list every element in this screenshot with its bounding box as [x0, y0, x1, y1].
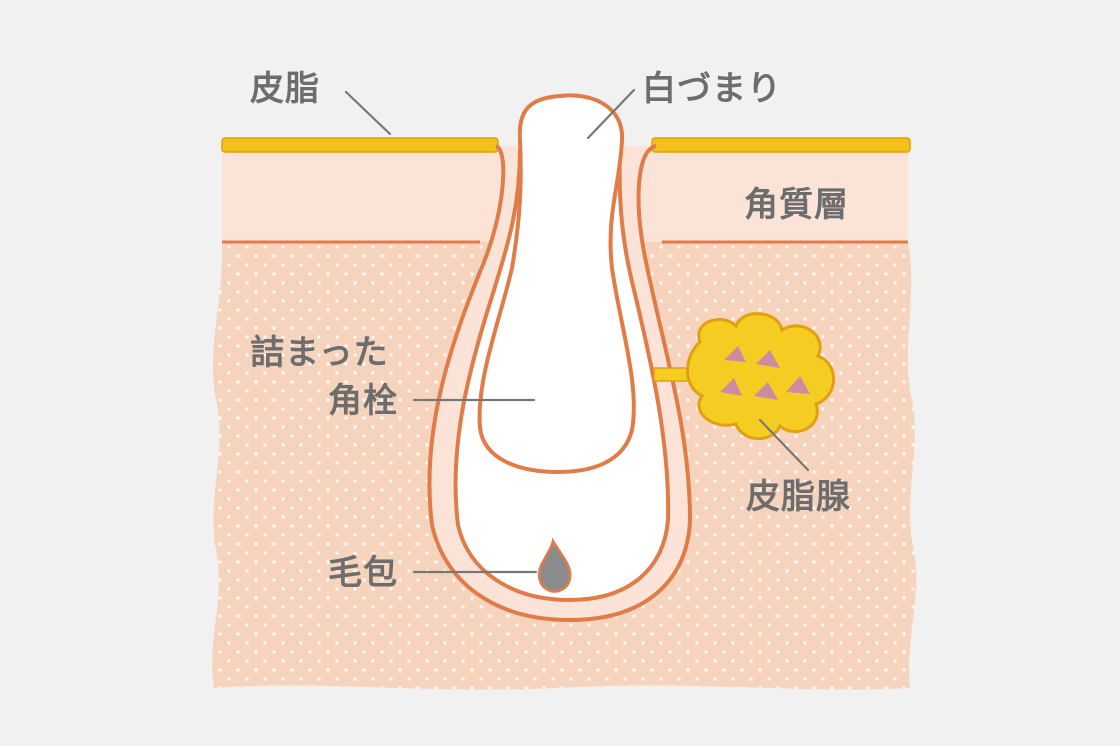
label-sebum: 皮脂: [250, 69, 320, 109]
label-whitehead: 白づまり: [642, 69, 782, 109]
sebum-leader: [344, 90, 392, 136]
sebum-film-right: [651, 137, 911, 153]
label-sebaceous-gland: 皮脂腺: [746, 477, 851, 517]
label-clogged-line2: 角栓: [328, 381, 398, 421]
label-hair-follicle: 毛包: [328, 553, 398, 593]
hair-follicle-bulb: [537, 537, 572, 593]
whitehead-leader: [586, 88, 636, 140]
gland-leader: [758, 418, 810, 472]
label-clogged-line1: 詰まった: [250, 333, 389, 373]
sebaceous-gland-cluster: [686, 312, 836, 440]
sebum-film-left: [221, 137, 499, 153]
label-stratum-corneum: 角質層: [744, 185, 849, 225]
keratin-plug: [477, 93, 636, 474]
